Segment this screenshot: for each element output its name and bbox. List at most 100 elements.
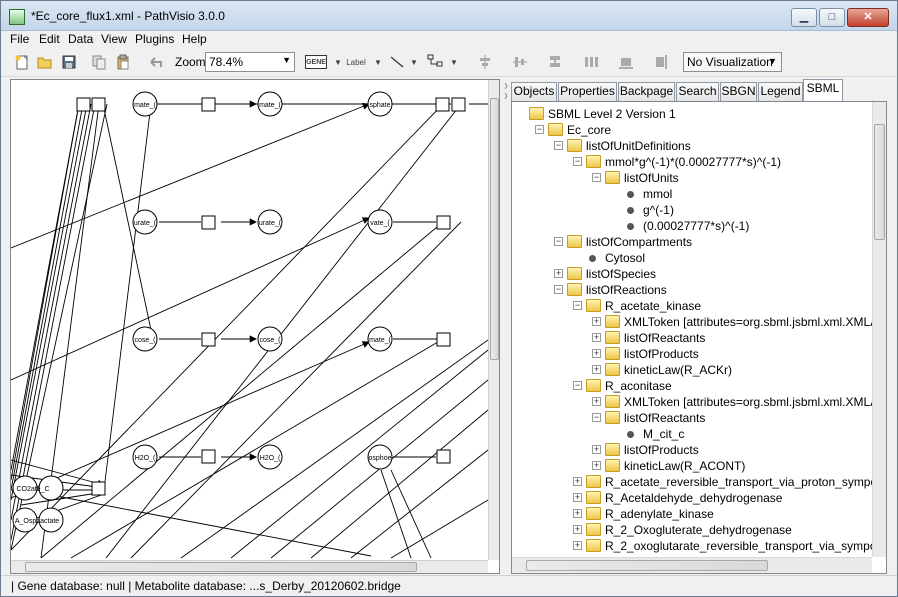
expand-icon[interactable]: + xyxy=(592,364,601,374)
collapse-icon[interactable]: − xyxy=(554,236,563,246)
expand-icon[interactable]: + xyxy=(592,316,601,326)
menu-file[interactable]: File xyxy=(10,32,30,46)
elbow-connector-icon[interactable] xyxy=(425,52,445,72)
gene-dropdown-icon[interactable]: ▼ xyxy=(334,57,342,67)
tree-node[interactable]: +R_2_Oxogluterate_dehydrogenase xyxy=(512,522,872,538)
tree-node[interactable]: −Ec_core xyxy=(512,122,872,138)
tree-node[interactable]: −R_aconitase xyxy=(512,378,872,394)
canvas-vertical-scroll-thumb[interactable] xyxy=(490,98,499,360)
tab-properties[interactable]: Properties xyxy=(558,82,617,101)
visualization-select[interactable]: No Visualization ▼ xyxy=(683,52,782,72)
undo-icon[interactable] xyxy=(146,52,166,72)
close-button[interactable]: ✕ xyxy=(847,8,889,27)
new-line-icon[interactable] xyxy=(387,52,407,72)
minimize-button[interactable]: ▁ xyxy=(791,8,817,27)
tree-vertical-scroll-thumb[interactable] xyxy=(874,124,885,240)
tree-node[interactable]: SBML Level 2 Version 1 xyxy=(512,106,872,122)
canvas-horizontal-scroll-thumb[interactable] xyxy=(25,562,417,572)
tree-node[interactable]: +kineticLaw(R_ACKr) xyxy=(512,362,872,378)
expand-icon[interactable]: + xyxy=(592,444,601,454)
tree-node[interactable]: g^(-1) xyxy=(512,202,872,218)
new-gene-icon[interactable]: GENE xyxy=(305,55,327,69)
collapse-icon[interactable]: − xyxy=(592,172,601,182)
tree-node[interactable]: +kineticLaw(R_ACONT) xyxy=(512,458,872,474)
menu-view[interactable]: View xyxy=(101,32,127,46)
split-pane-divider[interactable] xyxy=(504,79,508,574)
tree-node[interactable]: +R_adenylate_kinase xyxy=(512,506,872,522)
tree-node[interactable]: +listOfProducts xyxy=(512,442,872,458)
tab-legend[interactable]: Legend xyxy=(758,82,803,101)
expand-icon[interactable]: + xyxy=(573,524,582,534)
menu-help[interactable]: Help xyxy=(182,32,207,46)
new-label-icon[interactable]: Label xyxy=(346,57,366,67)
align-middle-icon[interactable] xyxy=(510,52,530,72)
align-center-icon[interactable] xyxy=(475,52,495,72)
expand-icon[interactable]: + xyxy=(573,508,582,518)
menu-plugins[interactable]: Plugins xyxy=(135,32,175,46)
tab-sbml[interactable]: SBML xyxy=(803,79,843,101)
collapse-icon[interactable]: − xyxy=(573,300,582,310)
tree-node[interactable]: +R_acetate_reversible_transport_via_prot… xyxy=(512,474,885,490)
expand-icon[interactable]: + xyxy=(573,476,582,486)
open-folder-icon[interactable] xyxy=(35,52,55,72)
same-width-icon[interactable] xyxy=(616,52,636,72)
stack-vertical-icon[interactable] xyxy=(545,52,565,72)
tree-horizontal-scroll-thumb[interactable] xyxy=(526,560,768,571)
expand-icon[interactable]: + xyxy=(554,268,563,278)
expand-icon[interactable]: + xyxy=(592,460,601,470)
line-dropdown-icon[interactable]: ▼ xyxy=(410,57,418,67)
sbml-tree[interactable]: SBML Level 2 Version 1−Ec_core−listOfUni… xyxy=(511,101,887,574)
tree-node[interactable]: +listOfProducts xyxy=(512,346,872,362)
collapse-icon[interactable]: − xyxy=(573,380,582,390)
menu-edit[interactable]: Edit xyxy=(39,32,60,46)
tab-objects[interactable]: Objects xyxy=(511,82,557,101)
tree-node[interactable]: M_cit_c xyxy=(512,426,872,442)
title-bar[interactable]: *Ec_core_flux1.xml - PathVisio 3.0.0 ▁ □… xyxy=(1,1,897,31)
tree-node[interactable]: +R_2_oxoglutarate_reversible_transport_v… xyxy=(512,538,884,554)
tree-node[interactable]: +XMLToken [attributes=org.sbml.jsbml.xml… xyxy=(512,314,886,330)
label-dropdown-icon[interactable]: ▼ xyxy=(374,57,382,67)
pathway-diagram[interactable]: mate_( mate_( sphate urate_( urate_( vat… xyxy=(11,80,488,560)
tree-node[interactable]: −listOfUnits xyxy=(512,170,872,186)
new-file-icon[interactable] xyxy=(12,52,32,72)
copy-icon[interactable] xyxy=(89,52,109,72)
tree-node[interactable]: Cytosol xyxy=(512,250,872,266)
tree-horizontal-scrollbar[interactable] xyxy=(512,557,872,573)
expand-icon[interactable]: + xyxy=(592,348,601,358)
paste-icon[interactable] xyxy=(113,52,133,72)
tab-search[interactable]: Search xyxy=(676,82,719,101)
tree-node[interactable]: −listOfReactions xyxy=(512,282,872,298)
tree-node[interactable]: mmol xyxy=(512,186,872,202)
expand-icon[interactable]: + xyxy=(573,540,582,550)
tree-vertical-scrollbar[interactable] xyxy=(872,102,886,557)
collapse-icon[interactable]: − xyxy=(592,412,601,422)
expand-icon[interactable]: + xyxy=(592,332,601,342)
zoom-select[interactable]: 78.4% ▼ xyxy=(205,52,295,72)
pathway-canvas[interactable]: mate_( mate_( sphate urate_( urate_( vat… xyxy=(10,79,500,574)
tree-node[interactable]: −listOfCompartments xyxy=(512,234,872,250)
expand-icon[interactable]: + xyxy=(592,396,601,406)
maximize-button[interactable]: □ xyxy=(819,8,845,27)
stack-horizontal-icon[interactable] xyxy=(581,52,601,72)
tab-backpage[interactable]: Backpage xyxy=(618,82,675,101)
canvas-horizontal-scrollbar[interactable] xyxy=(11,560,488,573)
menu-data[interactable]: Data xyxy=(68,32,94,46)
connector-dropdown-icon[interactable]: ▼ xyxy=(450,57,458,67)
save-icon[interactable] xyxy=(59,52,79,72)
canvas-vertical-scrollbar[interactable] xyxy=(488,80,499,560)
metabolite-nodes[interactable] xyxy=(12,91,393,533)
tree-node[interactable]: +R_Acetaldehyde_dehydrogenase xyxy=(512,490,872,506)
collapse-icon[interactable]: − xyxy=(573,156,582,166)
tab-sbgn[interactable]: SBGN xyxy=(720,82,757,101)
tree-node[interactable]: −listOfReactants xyxy=(512,410,872,426)
collapse-icon[interactable]: − xyxy=(535,124,544,134)
collapse-icon[interactable]: − xyxy=(554,140,563,150)
expand-icon[interactable]: + xyxy=(573,492,582,502)
tree-node[interactable]: −R_acetate_kinase xyxy=(512,298,872,314)
tree-node[interactable]: +listOfSpecies xyxy=(512,266,872,282)
tree-node[interactable]: −mmol*g^(-1)*(0.00027777*s)^(-1) xyxy=(512,154,872,170)
tree-node[interactable]: −listOfUnitDefinitions xyxy=(512,138,872,154)
tree-node[interactable]: +XMLToken [attributes=org.sbml.jsbml.xml… xyxy=(512,394,886,410)
tree-node[interactable]: +listOfReactants xyxy=(512,330,872,346)
collapse-icon[interactable]: − xyxy=(554,284,563,294)
